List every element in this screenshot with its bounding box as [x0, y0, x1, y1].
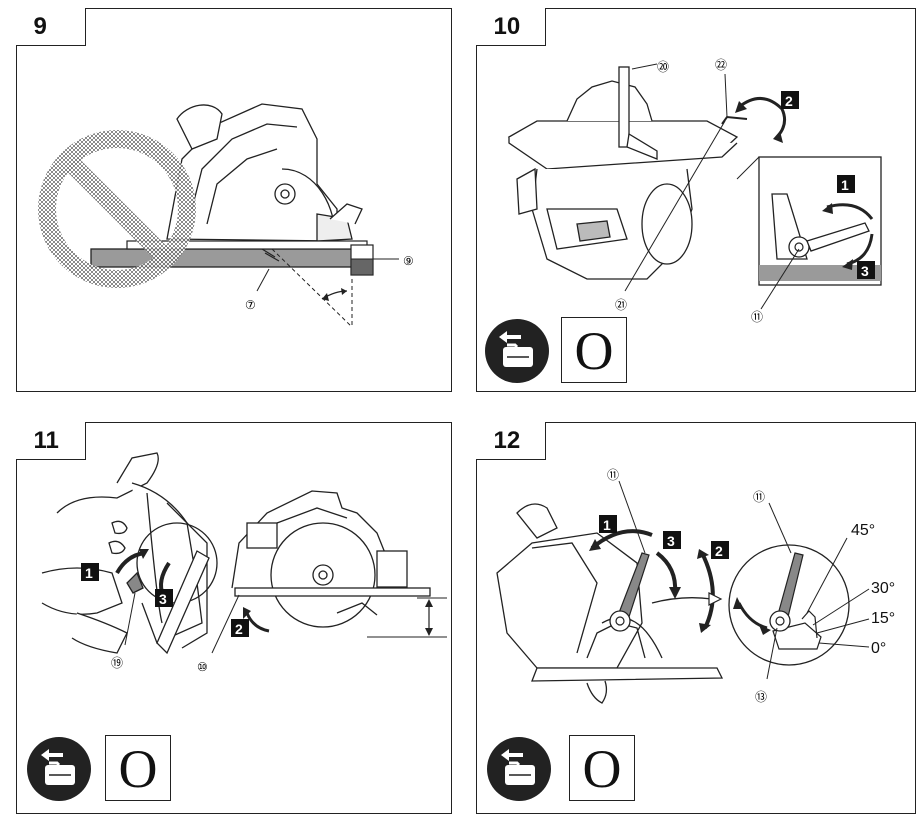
figure-12-illustration: 45° 30° 15° 0° 1 3 2 ⑪ ⑪ ⑬ [496, 468, 895, 704]
callout-22: ㉒ [715, 58, 727, 72]
figure-9-panel: 9 [15, 7, 452, 392]
callout-19: ⑲ [111, 656, 123, 670]
battery-remove-icon [27, 737, 91, 801]
svg-text:2: 2 [715, 543, 723, 559]
mode-letter: O [118, 739, 158, 799]
mode-letter: O [574, 321, 614, 381]
step-1-marker [837, 175, 855, 193]
angle-label-45: 45° [851, 522, 875, 539]
mode-letter-box: O [105, 735, 171, 801]
svg-text:1: 1 [85, 565, 93, 581]
workpiece-board [90, 248, 354, 268]
figure-11-number: 11 [15, 421, 86, 460]
mode-letter-box: O [569, 735, 635, 801]
angle-label-0: 0° [871, 640, 886, 657]
callout-13: ⑬ [755, 690, 767, 704]
bevel-scale-inset [728, 544, 850, 666]
battery-remove-icon [487, 737, 551, 801]
battery-remove-icon [485, 319, 549, 383]
svg-text:2: 2 [785, 93, 793, 109]
saw-bevel-drawing [496, 503, 724, 704]
figure-12-number: 12 [475, 421, 546, 460]
callout-9: ⑨ [403, 254, 414, 268]
angle-label-15: 15° [871, 610, 895, 627]
callout-10: ⑩ [197, 660, 208, 674]
square-tool [618, 66, 630, 148]
callout-11-inset: ⑪ [753, 490, 765, 504]
figure-9-illustration: ⑨ ⑦ [38, 103, 414, 328]
svg-text:3: 3 [861, 263, 869, 279]
figure-10-panel: 10 [475, 7, 916, 392]
svg-text:3: 3 [667, 533, 675, 549]
step-2-marker [231, 619, 249, 637]
step-1-marker [81, 563, 99, 581]
callout-11: ⑪ [607, 468, 619, 482]
angle-label-30: 30° [871, 580, 895, 597]
mode-letter-box: O [561, 317, 627, 383]
callout-7: ⑦ [245, 298, 256, 312]
step-1-marker [599, 515, 617, 533]
figure-10-illustration: 2 1 3 ⑳ ㉒ ㉑ ⑪ [507, 58, 882, 324]
figure-12-panel: 12 [475, 421, 916, 814]
svg-text:1: 1 [841, 177, 849, 193]
saw-side-view-drawing [231, 490, 431, 628]
callout-11: ⑪ [751, 310, 763, 324]
svg-text:1: 1 [603, 517, 611, 533]
callout-21: ㉑ [615, 298, 627, 312]
figure-11-panel: 11 [15, 421, 452, 814]
step-2-marker [781, 91, 799, 109]
step-3-marker [155, 589, 173, 607]
mode-letter: O [582, 739, 622, 799]
detail-inset [736, 156, 882, 286]
svg-text:3: 3 [159, 591, 167, 607]
prohibition-icon [38, 130, 196, 288]
figure-10-number: 10 [475, 7, 546, 46]
figure-9-number: 9 [15, 7, 86, 46]
step-2-marker [711, 541, 729, 559]
hand-adjust-drawing [41, 452, 218, 655]
circular-saw-drawing [166, 103, 363, 242]
step-3-marker [857, 261, 875, 279]
figure-11-illustration: 1 3 2 ⑲ ⑩ [41, 452, 447, 674]
callout-20: ⑳ [657, 60, 669, 74]
svg-text:2: 2 [235, 621, 243, 637]
step-3-marker [663, 531, 681, 549]
